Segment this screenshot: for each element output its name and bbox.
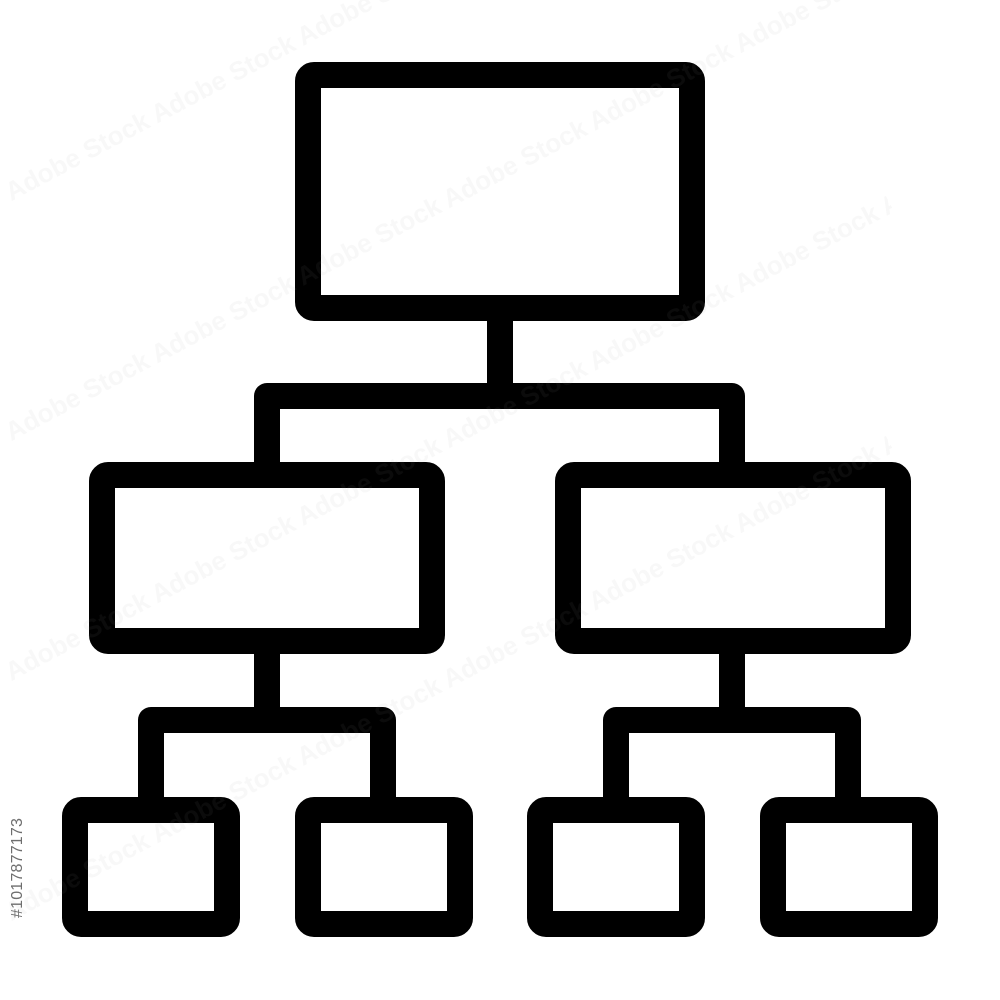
level2-right-node-box: [555, 462, 911, 654]
image-id-label: #1017877173: [9, 817, 26, 918]
root-node-box: [295, 62, 705, 321]
level3-node-box-3: [527, 797, 705, 937]
level3-node-box-4: [760, 797, 938, 937]
level3-node-box-2: [295, 797, 473, 937]
connector-left-children-bar: [138, 707, 396, 810]
connector-lines: [138, 308, 861, 810]
connector-level2-bar: [254, 383, 745, 475]
level2-left-node-box: [89, 462, 445, 654]
level3-node-box-1: [62, 797, 240, 937]
connector-right-children-bar: [603, 707, 861, 810]
